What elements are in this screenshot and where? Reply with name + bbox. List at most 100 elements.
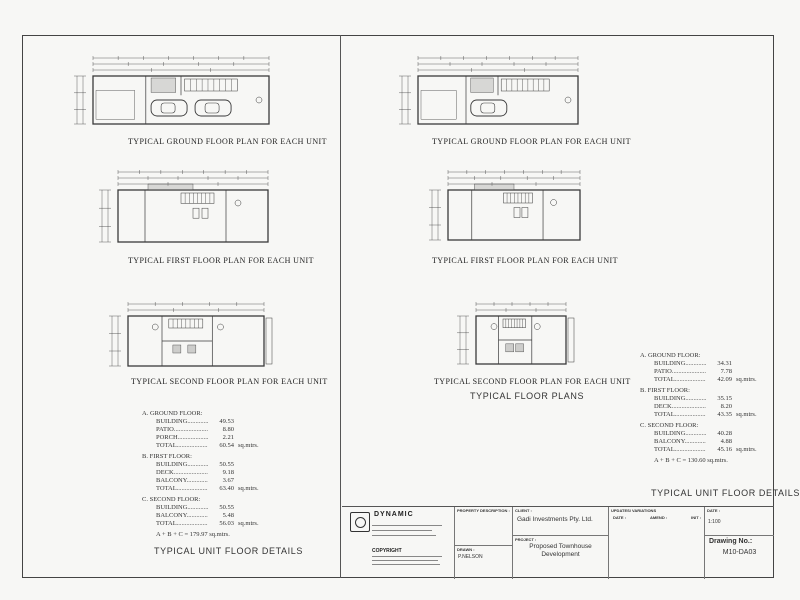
area-row-label: TOTAL...................... [654,446,706,453]
door-swing-icon [490,323,498,330]
right-first-floor-title: TYPICAL FIRST FLOOR PLAN FOR EACH UNIT [432,256,618,265]
area-row-value: 9.18 [222,469,234,476]
left-ground-rows: BUILDING......................49.53PATIO… [142,418,322,450]
car-roof-icon [204,102,220,114]
right-unit-details-caption: TYPICAL UNIT FLOOR DETAILS [651,488,800,498]
bathroom-tiles [187,344,197,354]
area-row: BUILDING......................50.55 [142,504,322,512]
area-row-unit: sq.mtrs. [238,485,259,492]
area-row-label: BALCONY...................... [654,438,706,445]
date-scale-cell: DATE : 1:100 [704,507,774,535]
copyright-rule [372,564,440,565]
left-unit-details-caption: TYPICAL UNIT FLOOR DETAILS [154,546,303,556]
basin-icon [234,199,242,207]
left-ground-floor-title: TYPICAL GROUND FLOOR PLAN FOR EACH UNIT [128,137,327,146]
right-second-floor-title: TYPICAL SECOND FLOOR PLAN FOR EACH UNIT [434,377,631,386]
area-row: BUILDING......................35.15 [640,395,770,403]
area-row-label: BALCONY...................... [156,477,208,484]
tree-icon [564,96,572,104]
bathroom-tiles [505,343,514,353]
area-row-unit: sq.mtrs. [736,446,757,453]
area-row-value: 7.78 [720,368,732,375]
area-row-label: PATIO...................... [654,368,706,375]
project-label: PROJECT : [515,537,537,542]
garden-courtyard [420,90,457,120]
area-row: PORCH......................2.21 [142,434,322,442]
right-area-sum: A + B + C = 130.60 sq.mtrs. [654,457,728,464]
area-row-label: TOTAL...................... [156,485,208,492]
drawing-number-cell: Drawing No.: M10-DA03 [704,535,774,579]
right-first-rows: BUILDING......................35.15DECK.… [640,395,770,419]
right-ground-rows: BUILDING...................... 34.31PATIO… [640,360,770,384]
left-second-rows: BUILDING......................50.55BALCO… [142,504,322,528]
car-roof-icon [160,102,176,114]
right-ground-floor-title: TYPICAL GROUND FLOOR PLAN FOR EACH UNIT [432,137,631,146]
area-row-value: 4.88 [720,438,732,445]
client-cell: CLIENT : Gadi Investments Pty. Ltd. [512,507,608,535]
area-row-label: BALCONY...................... [156,512,208,519]
area-row-value: 34.31 [717,360,732,367]
kitchen-bench [521,207,529,218]
area-row-value: 50.55 [219,504,234,511]
left-area-schedule: A. GROUND FLOOR: BUILDING...............… [142,410,322,539]
area-row-unit [732,403,736,411]
car-outline-icon [470,99,508,117]
title-block: PROPERTY DESCRIPTION : DRAWN : P.NELSON … [342,506,774,579]
scale-value: 1:100 [708,519,721,525]
area-row: BUILDING......................49.53 [142,418,322,426]
area-row-label: PATIO...................... [156,426,208,433]
area-row-unit: sq.mtrs. [238,520,259,527]
area-row-label: TOTAL...................... [654,411,706,418]
balcony-outline [265,317,273,365]
drawing-number-label: Drawing No.: [709,538,753,545]
area-row-value: 5.48 [222,512,234,519]
area-row-value: 8.20 [720,403,732,410]
kitchen-bench [201,207,209,219]
area-row-label: BUILDING...................... [654,430,706,437]
copyright-label: COPYRIGHT [372,548,402,554]
area-row-label: BUILDING...................... [156,461,208,468]
area-row-value: 8.80 [222,426,234,433]
balcony-outline [567,317,575,363]
drawn-label: DRAWN : [457,547,475,552]
area-row-value: 3.67 [222,477,234,484]
right-ground-header: A. GROUND FLOOR: [640,352,701,359]
area-row-value: 49.53 [219,418,234,425]
right-second-rows: BUILDING...................... 40.28BALCO… [640,430,770,454]
area-row-unit [732,360,736,368]
address-rule [372,530,432,531]
area-row-value: 35.15 [717,395,732,402]
kitchen-bench [192,207,200,219]
left-ground-header: A. GROUND FLOOR: [142,410,203,417]
area-row: BUILDING......................50.55 [142,461,322,469]
company-name: DYNAMIC [374,511,414,518]
copyright-rule [372,556,442,557]
drawing-number-value: M10-DA03 [722,549,757,556]
left-first-floor-title: TYPICAL FIRST FLOOR PLAN FOR EACH UNIT [128,256,314,265]
client-value: Gadi Investments Pty. Ltd. [517,516,593,523]
second-floor-outline [475,315,567,365]
left-area-sum: A + B + C = 179.97 sq.mtrs. [156,531,230,538]
car-outline-icon [150,99,188,117]
drawn-cell: DRAWN : P.NELSON [454,545,512,579]
project-cell: PROJECT : Proposed Townhouse Development [512,535,608,579]
stair-outline [500,78,550,92]
copyright-rule [372,560,438,561]
area-row-label: TOTAL...................... [156,520,208,527]
bathroom-tiles [172,344,182,354]
area-row-unit [234,461,238,469]
area-row-label: BUILDING...................... [654,360,706,367]
area-row-value: 40.28 [717,430,732,437]
address-rule [372,525,442,526]
area-row-label: TOTAL...................... [156,442,208,449]
area-row-label: TOTAL...................... [654,376,706,383]
car-roof-icon [480,102,496,114]
left-second-header: C. SECOND FLOOR: [142,496,201,503]
